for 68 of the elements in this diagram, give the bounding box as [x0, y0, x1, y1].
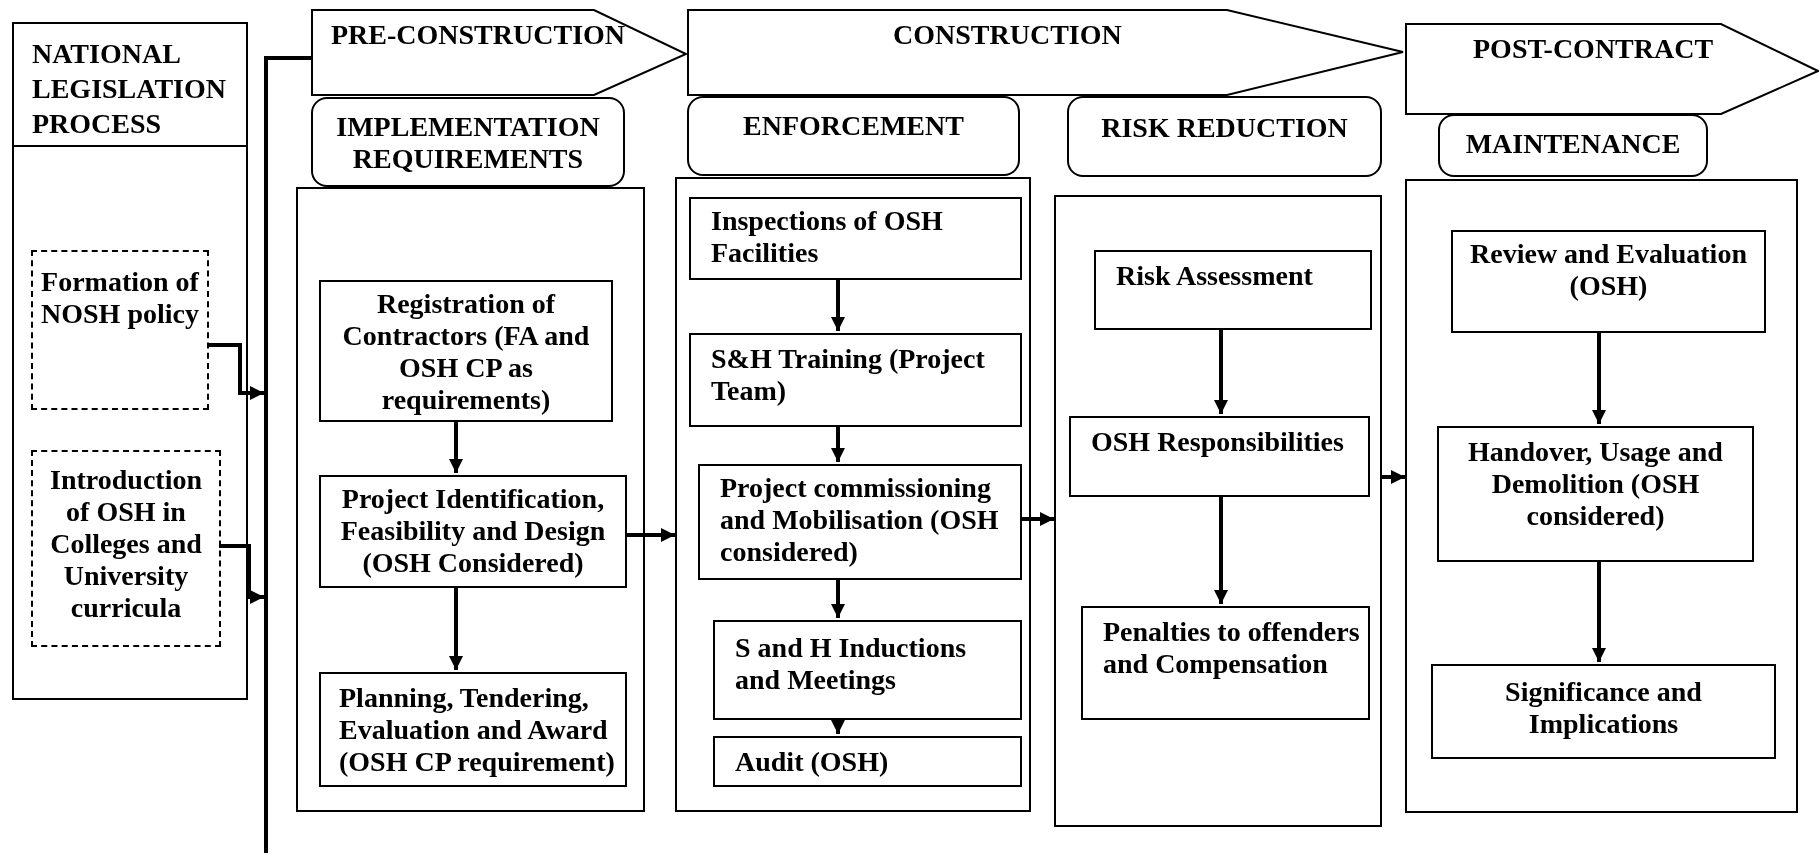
stage-tab [1067, 96, 1382, 177]
box-label: Significance and Implications [1504, 675, 1703, 740]
process-box [1094, 250, 1372, 330]
box-label: Introduction of OSH in Colleges and University curricula [49, 463, 203, 624]
box-label: OSH Responsibilities [1090, 425, 1345, 458]
arrow [1592, 331, 1606, 424]
arrow [1214, 495, 1228, 604]
box-label: Review and Evaluation (OSH) [1469, 237, 1748, 302]
arrow [449, 420, 463, 473]
process-box [319, 475, 627, 588]
arrow [625, 528, 675, 542]
process-box [1451, 230, 1766, 333]
process-box [689, 197, 1022, 280]
stage-tab [1438, 114, 1708, 177]
process-box [713, 736, 1022, 787]
stage-label: ENFORCEMENT [742, 109, 965, 142]
phase-label: POST-CONTRACT [1472, 32, 1715, 65]
stage-tab [687, 96, 1020, 176]
arrow [831, 425, 845, 462]
arrow [831, 718, 845, 734]
process-box [689, 333, 1022, 427]
box-label: Risk Assessment [1115, 259, 1314, 292]
arrow [449, 586, 463, 670]
box-label: Handover, Usage and Demolition (OSH considered) [1467, 435, 1724, 532]
box-label: S&H Training (Project Team) [710, 342, 986, 407]
phase-banner [1405, 23, 1819, 115]
box-label: Formation of NOSH policy [40, 265, 200, 330]
input-box [31, 450, 221, 647]
process-box [319, 280, 613, 422]
connector-line [264, 56, 311, 853]
process-box [698, 464, 1022, 580]
box-label: Project Identification, Feasibility and Design (OSH Considered) [339, 482, 607, 579]
panel-heading: NATIONAL LEGISLATION PROCESS [14, 24, 246, 147]
arrow [1592, 560, 1606, 662]
box-label: Audit (OSH) [734, 745, 890, 778]
arrow [1382, 470, 1405, 484]
box-label: Project commissioning and Mobilisation (OSH considered) [719, 471, 1000, 568]
box-label: S and H Inductions and Meetings [734, 631, 968, 696]
process-box [1081, 606, 1370, 720]
process-box [319, 672, 627, 787]
process-panel [12, 22, 248, 700]
arrow [219, 544, 264, 604]
phase-banner [311, 9, 687, 96]
box-label: Penalties to offenders and Compensation [1102, 615, 1361, 680]
process-box [1437, 426, 1754, 562]
input-box [31, 250, 209, 410]
box-label: Planning, Tendering, Evaluation and Award (OSH CP requirement) [338, 681, 616, 778]
stage-label: IMPLEMENTATION REQUIREMENTS [335, 110, 601, 175]
stage-container [1405, 179, 1798, 813]
stage-container [296, 187, 645, 812]
process-box [1069, 416, 1370, 497]
phase-banner [687, 9, 1404, 96]
arrow [1214, 328, 1228, 414]
phase-label: PRE-CONSTRUCTION [330, 18, 627, 51]
phase-label: CONSTRUCTION [892, 18, 1123, 51]
arrow [207, 343, 264, 400]
box-label: Registration of Contractors (FA and OSH CP as requirements) [341, 287, 591, 416]
box-label: Inspections of OSH Facilities [710, 204, 944, 269]
stage-label: RISK REDUCTION [1100, 111, 1349, 144]
process-box [1431, 664, 1776, 759]
arrow [831, 578, 845, 618]
stage-container [675, 177, 1031, 812]
stage-tab [311, 97, 625, 187]
arrow [831, 278, 845, 331]
stage-container [1054, 195, 1382, 827]
process-box [713, 620, 1022, 720]
stage-label: MAINTENANCE [1464, 127, 1682, 160]
arrow [1020, 512, 1054, 526]
